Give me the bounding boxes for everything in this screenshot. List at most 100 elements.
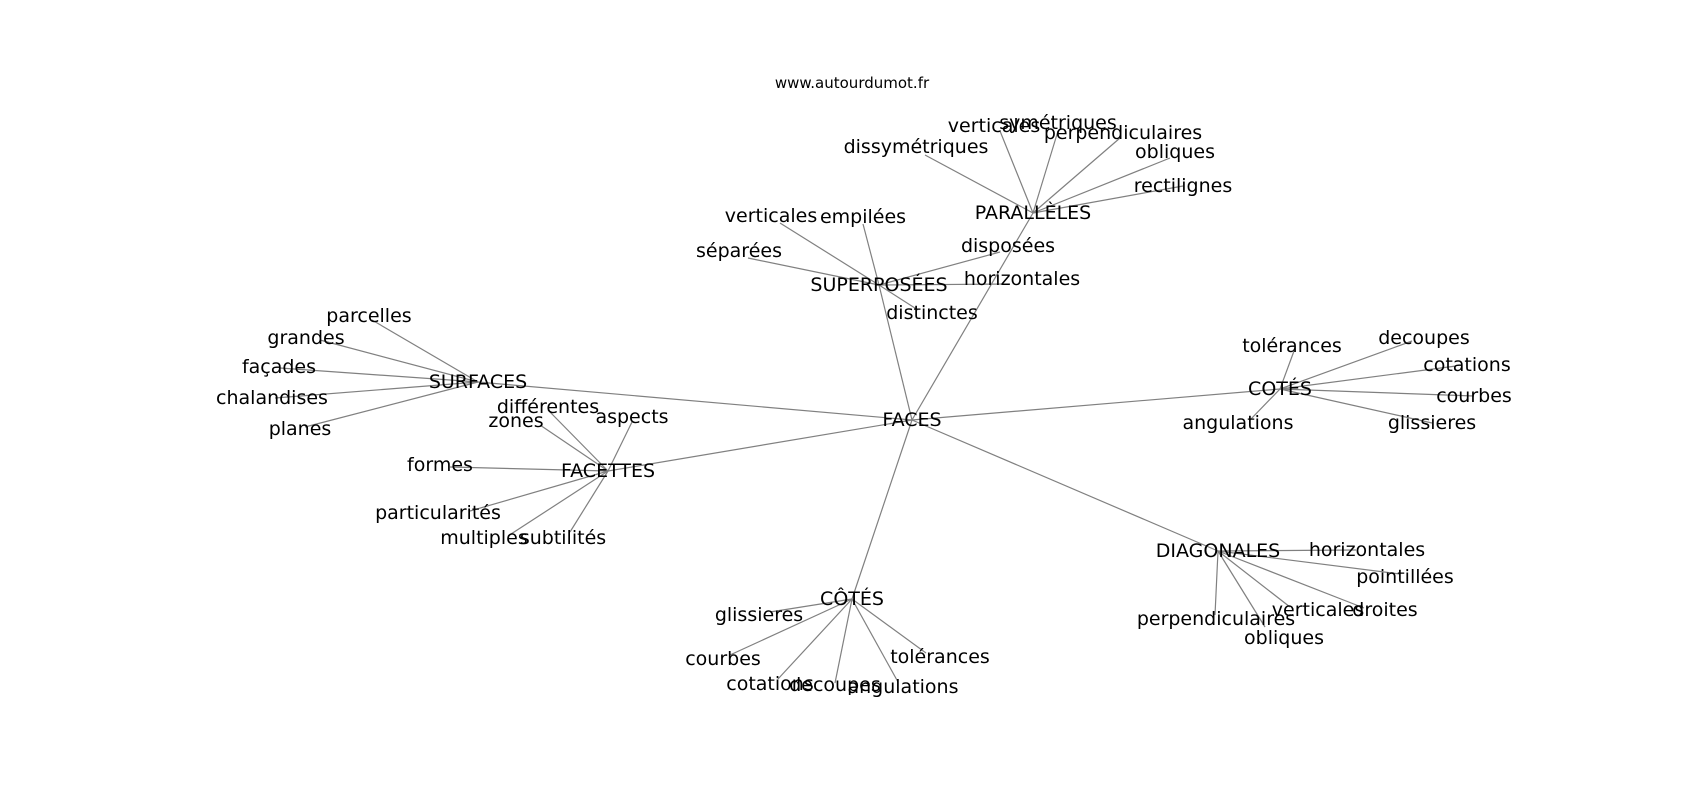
node-label-p-dissymetriques: dissymétriques [844,136,989,158]
edge-diagonales-d-droites [1217,550,1365,609]
node-label-f-formes: formes [407,454,473,476]
edge-superposees-s-separees [747,257,880,286]
node-label-superposees: SUPERPOSÉES [810,273,947,296]
node-label-s-empilees: empilées [820,206,906,228]
node-label-d-perpendiculaires: perpendiculaires [1137,608,1295,630]
edge-facettes-f-particularites [469,470,609,512]
node-label-d-obliques: obliques [1244,627,1324,649]
node-label-cb-tolerances: tolérances [890,646,990,668]
node-label-su-planes: planes [269,418,332,440]
node-label-ct-courbes: courbes [1436,385,1512,407]
node-label-f-zones: zones [488,410,543,432]
node-label-s-disposees: disposées [961,235,1055,257]
node-label-s-verticales: verticales [725,205,817,227]
edge-surfaces-su-parcelles [371,319,479,383]
node-label-d-droites: droites [1352,599,1417,621]
node-label-cb-angulations: angulations [847,676,958,698]
edge-cotes-top-ct-decoupes [1279,340,1413,390]
node-label-p-symetriques: symétriques [999,112,1117,134]
edge-cotes-bottom-cb-cotations [777,598,853,680]
edge-superposees-s-horizontales [878,283,1011,286]
edge-diagonales-d-verticales [1217,550,1291,608]
edge-faces-superposees [878,284,913,421]
edge-cotes-top-ct-angulations [1249,388,1281,421]
node-label-su-facades: façades [242,356,316,378]
node-label-ct-decoupes: decoupes [1378,327,1470,349]
node-label-ct-glissieres: glissieres [1388,412,1476,434]
edge-facettes-f-formes [449,466,609,472]
node-label-cb-cotations: cotations [726,673,813,695]
edge-paralleles-p-obliques [1032,157,1171,214]
edge-faces-paralleles [911,212,1034,421]
node-label-faces: FACES [882,409,941,431]
edge-superposees-s-disposees [878,251,1001,286]
node-label-f-subtilites: subtilités [520,527,606,549]
node-label-su-grandes: grandes [267,327,344,349]
source-url: www.autourdumot.fr [775,74,930,92]
edge-cotes-top-ct-glissieres [1279,388,1433,424]
node-label-paralleles: PARALLÈLES [975,201,1092,224]
edge-surfaces-su-planes [304,381,479,428]
node-label-f-differentes: différentes [497,396,599,418]
edge-diagonales-d-pointillees [1217,550,1401,575]
node-label-cb-courbes: courbes [685,648,761,670]
edge-superposees-s-verticales [779,222,880,286]
node-label-ct-tolerances: tolérances [1242,335,1342,357]
node-label-s-separees: séparées [696,240,782,262]
edge-faces-facettes [607,419,913,472]
edge-superposees-s-empilees [862,223,880,286]
edge-surfaces-su-chalandises [274,381,479,399]
node-label-s-distinctes: distinctes [886,302,978,324]
node-label-cotes-top: COTÉS [1248,377,1312,400]
edge-cotes-bottom-cb-tolerances [851,598,927,654]
edge-faces-surfaces [477,381,913,421]
edge-surfaces-su-grandes [319,339,479,383]
edge-paralleles-p-rectilignes [1032,185,1184,214]
edge-cotes-top-ct-tolerances [1279,350,1295,390]
edge-cotes-bottom-cb-angulations [851,598,899,683]
edge-layer [274,130,1475,684]
node-label-ct-angulations: angulations [1182,412,1293,434]
edge-facettes-f-differentes [547,409,609,472]
edge-faces-diagonales [911,419,1219,552]
node-label-diagonales: DIAGONALES [1156,540,1280,562]
node-label-f-particularites: particularités [375,502,501,524]
edge-diagonales-d-perpendiculaires [1214,550,1219,616]
node-label-p-rectilignes: rectilignes [1134,175,1233,197]
edge-diagonales-d-horizontales [1217,549,1357,552]
node-label-f-aspects: aspects [595,406,668,428]
node-label-ct-cotations: cotations [1423,354,1510,376]
node-label-cb-decoupes: decoupes [789,674,881,696]
node-label-su-parcelles: parcelles [326,305,411,327]
edge-diagonales-d-obliques [1217,550,1266,628]
edge-paralleles-p-verticales [999,130,1034,214]
node-label-d-horizontales: horizontales [1309,539,1425,561]
edge-cotes-bottom-cb-decoupes [834,598,853,684]
node-label-p-perpendiculaires: perpendiculaires [1044,122,1202,144]
edge-facettes-f-subtilites [569,470,609,533]
edge-surfaces-su-facades [279,367,479,383]
node-label-f-multiples: multiples [440,527,528,549]
edge-facettes-f-multiples [507,470,609,537]
edge-faces-cotes-top [911,388,1281,421]
edge-paralleles-p-perpendiculaires [1032,137,1121,214]
node-label-d-pointillees: pointillées [1356,566,1454,588]
edge-faces-cotes-bottom [851,419,913,600]
edge-facettes-f-aspects [607,421,633,472]
node-label-cb-glissieres: glissieres [715,604,803,626]
node-label-p-verticales: verticales [948,115,1040,137]
edge-superposees-s-distinctes [878,284,919,311]
node-label-d-verticales: verticales [1272,599,1364,621]
edge-paralleles-p-symetriques [1032,130,1059,214]
edge-facettes-f-zones [539,424,609,472]
node-label-facettes: FACETTES [561,460,655,482]
edge-cotes-top-ct-cotations [1279,365,1457,390]
edge-paralleles-p-dissymetriques [924,154,1034,214]
node-label-su-chalandises: chalandises [216,387,328,409]
node-label-surfaces: SURFACES [429,371,527,393]
node-label-p-obliques: obliques [1135,141,1215,163]
edge-cotes-bottom-cb-glissieres [769,598,853,613]
edge-cotes-top-ct-courbes [1279,388,1475,397]
node-label-cotes-bottom: CÔTÉS [820,586,884,610]
